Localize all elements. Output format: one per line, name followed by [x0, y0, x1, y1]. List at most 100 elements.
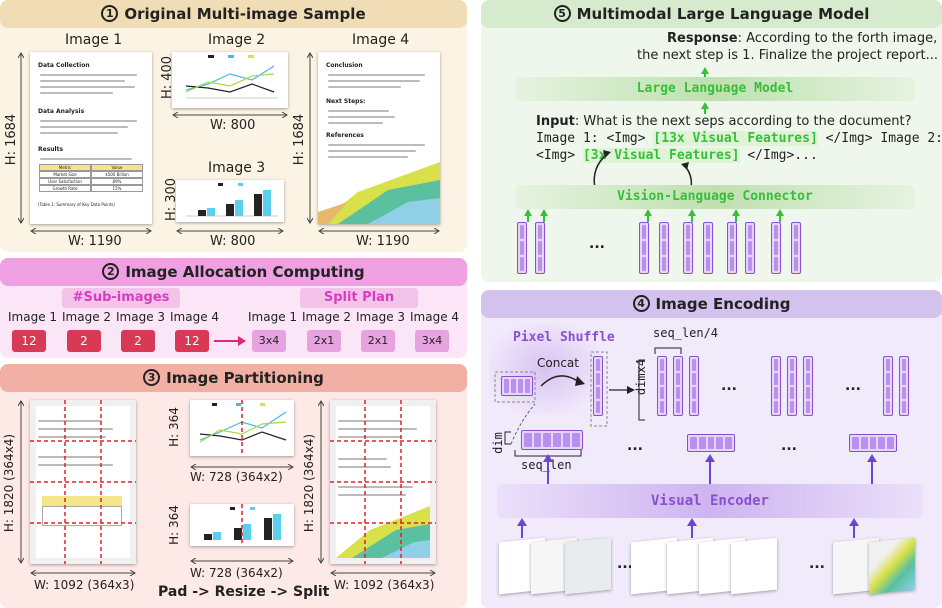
height-1684-label-a: H: 1684 [4, 113, 20, 166]
part4-width-arrow [330, 570, 436, 576]
height-364-label-a: H: 364 [166, 407, 181, 447]
doc4-decoration [318, 162, 440, 224]
pixel-shuffled-token [883, 356, 893, 416]
doc1-heading-data-analysis: Data Analysis [38, 108, 85, 115]
connector-feature-token [791, 222, 801, 274]
allocation-arrow [214, 336, 246, 346]
doc1-table-caption: (Table 1: Summary of Key Data Points) [38, 202, 115, 207]
llm-label: Large Language Model [636, 81, 794, 96]
visual-features-3: [3x Visual Features] [582, 148, 740, 163]
visual-features-13: [13x Visual Features] [653, 131, 818, 146]
width-1190-label-a: W: 1190 [68, 234, 122, 249]
encoder-up-line [871, 460, 873, 484]
doc4-heading-references: References [326, 132, 364, 139]
feature-up-line [735, 214, 737, 222]
connector-feature-token [659, 222, 669, 274]
pixel-shuffled-token [803, 356, 813, 416]
split-plan-3: 2x1 [361, 330, 395, 352]
pixel-shuffled-token [657, 356, 667, 416]
input-to-llm-arrow [701, 102, 709, 109]
thumbs-ellipsis-1: ... [617, 556, 633, 572]
section-number: 1 [101, 5, 119, 22]
partitioned-image-3 [190, 504, 294, 546]
feature-up-arrow [688, 209, 696, 216]
subimage-count-1: 12 [12, 330, 46, 352]
width-800-label-a: W: 800 [210, 118, 256, 133]
partitioned-image-1 [30, 400, 136, 564]
height-400-label: H: 400 [160, 55, 176, 100]
encoder-output-seq-1 [521, 430, 583, 450]
input-line-1: Input: What is the next seps according t… [536, 114, 911, 129]
width-1092-label-a: W: 1092 (364x3) [34, 578, 135, 592]
doc4-height-arrow [307, 52, 313, 224]
subimage-count-2: 2 [67, 330, 101, 352]
feature-up-arrow [524, 209, 532, 216]
doc3-width-arrow [176, 228, 284, 234]
feature-up-line [779, 214, 781, 222]
feature-up-line [527, 214, 529, 222]
shuffle-input-tokens [501, 376, 533, 396]
height-300-label: H: 300 [164, 177, 180, 222]
split-plan-2: 2x1 [307, 330, 341, 352]
doc2-chart-svg [185, 55, 278, 99]
doc1-heading-data-collection: Data Collection [38, 62, 90, 69]
vl-connector-label: Vision-Language Connector [617, 189, 813, 204]
connector-feature-token [745, 222, 755, 274]
encoding-ellipsis-1: ... [721, 378, 737, 394]
encoder-up-line [709, 460, 711, 484]
thumbnail-up-line [691, 522, 693, 538]
features-ellipsis: ... [589, 236, 605, 252]
doc4-heading-conclusion: Conclusion [326, 62, 363, 69]
alloc-image-1-label: Image 1 [8, 310, 58, 324]
encoding-ellipsis-4: ... [781, 438, 797, 454]
feature-up-arrow [732, 209, 740, 216]
width-1190-label-b: W: 1190 [356, 234, 410, 249]
llm-output-arrow [701, 67, 709, 74]
partition-caption: Pad -> Resize -> Split [158, 584, 330, 600]
pixel-shuffle-diagram [494, 347, 682, 457]
connector-feature-token [771, 222, 781, 274]
connector-feature-token [535, 222, 545, 274]
encoder-up-line [547, 460, 549, 484]
alloc-image-2-label: Image 2 [62, 310, 112, 324]
grid-overlay-4 [330, 400, 436, 564]
pixel-shuffled-token [771, 356, 781, 416]
thumbnail-up-arrow [687, 518, 697, 526]
alloc-image-4-label: Image 4 [170, 310, 220, 324]
seq-len-4-label: seq_len/4 [653, 326, 719, 340]
sub-image-thumbnail [565, 537, 611, 595]
connector-to-features-arrows [593, 150, 693, 189]
vl-connector-box: Vision-Language Connector [515, 185, 915, 209]
image-1-label: Image 1 [65, 32, 123, 48]
thumbnail-up-line [521, 522, 523, 538]
connector-feature-token [639, 222, 649, 274]
plan-image-3-label: Image 3 [356, 310, 406, 324]
doc1-width-arrow [30, 228, 152, 234]
plan-image-4-label: Image 4 [410, 310, 460, 324]
feature-up-line [647, 214, 649, 222]
part2-chart [199, 400, 287, 456]
part4-height-arrow [318, 400, 324, 564]
sub-image-thumbnail [869, 537, 915, 595]
document-image-4: Conclusion Next Steps: References [318, 52, 440, 224]
split-plan-4: 3x4 [415, 330, 449, 352]
thumbs-ellipsis-2: ... [809, 556, 825, 572]
encoder-up-arrow [705, 454, 715, 462]
pixel-shuffled-token [673, 356, 683, 416]
width-728-label-a: W: 728 (364x2) [190, 470, 283, 484]
thumbnail-up-line [853, 522, 855, 538]
width-800-label-b: W: 800 [210, 234, 256, 249]
thumbnail-up-arrow [517, 518, 527, 526]
height-1820-label-a: H: 1820 (364x4) [2, 433, 17, 533]
width-728-label-b: W: 728 (364x2) [190, 566, 283, 580]
encoder-up-arrow [867, 454, 877, 462]
height-1820-label-b: H: 1820 (364x4) [302, 433, 317, 533]
visual-encoder-label: Visual Encoder [650, 493, 769, 509]
pixel-shuffled-token [899, 356, 909, 416]
